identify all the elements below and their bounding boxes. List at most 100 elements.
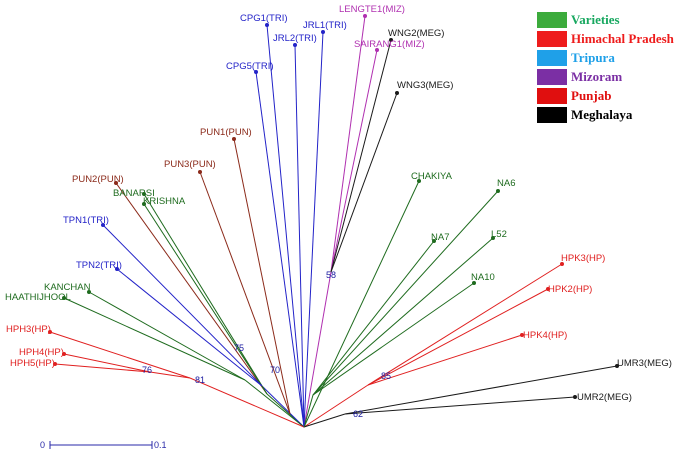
leaf-label: HPK2(HP) [548, 284, 592, 295]
leaf-branch [143, 193, 268, 395]
leaf-branch [255, 71, 305, 428]
leaf-label: CPG5(TRI) [226, 61, 274, 72]
leaf-dot [546, 287, 550, 291]
internal-branch [189, 377, 305, 428]
leaf-label: CHAKIYA [411, 171, 453, 182]
leaf-label: NA7 [431, 232, 449, 243]
legend-item: Mizoram [537, 67, 685, 86]
bootstrap-label: 58 [326, 270, 336, 280]
internal-branch [303, 271, 332, 428]
leaf-branch [115, 182, 268, 395]
leaf-branch [63, 353, 151, 373]
leaf-dot [48, 330, 52, 334]
leaf-label: HPK4(HP) [523, 330, 567, 341]
legend-label: Mizoram [571, 68, 623, 84]
leaf-label: JRL2(TRI) [273, 33, 317, 44]
leaf-label: PUN1(PUN) [200, 127, 252, 138]
leaf-branch [367, 334, 523, 386]
leaf-branch [303, 31, 324, 428]
legend-item: Punjab [537, 86, 685, 105]
leaf-label: NA10 [471, 272, 495, 283]
tree-leaf-labels: CPG1(TRI) JRL2(TRI) JRL1(TRI) CPG5(TRI) LENG… [5, 4, 672, 403]
leaf-branch [330, 15, 366, 273]
leaf-dot [375, 48, 379, 52]
leaf-branch [102, 224, 263, 387]
leaf-branch [330, 39, 392, 273]
leaf-dot [114, 181, 118, 185]
leaf-label: HAATHIJHOOL [5, 292, 71, 303]
leaf-label: SAIRANG1(MIZ) [354, 39, 425, 50]
leaf-branch [312, 240, 435, 396]
leaf-label: PUN3(PUN) [164, 159, 216, 170]
leaf-label: HPH3(HP) [6, 324, 51, 335]
leaf-label: TPN2(TRI) [76, 260, 122, 271]
leaf-branch [330, 49, 378, 273]
legend-swatch [537, 106, 567, 123]
leaf-label: HPH4(HP) [19, 347, 64, 358]
leaf-label: WNG3(MEG) [397, 80, 453, 91]
legend-swatch [537, 11, 567, 28]
bootstrap-label: 62 [353, 409, 363, 419]
leaf-branch [312, 282, 475, 396]
leaf-dot [321, 30, 325, 34]
leaf-dot [142, 202, 146, 206]
leaf-label: L52 [491, 229, 507, 240]
leaf-dot [232, 137, 236, 141]
leaf-label: UMR3(MEG) [617, 358, 672, 369]
legend-item: Tripura [537, 48, 685, 67]
internal-branch [303, 413, 346, 428]
legend-label: Himachal Pradesh [571, 30, 674, 46]
leaf-branch [233, 138, 291, 415]
leaf-label: CPG1(TRI) [240, 13, 288, 24]
leaf-dot [198, 170, 202, 174]
leaf-branch [116, 268, 263, 387]
leaf-dot [395, 91, 399, 95]
leaf-branch [143, 203, 268, 395]
leaf-dot [115, 267, 119, 271]
tree-leaf-dots [48, 14, 619, 399]
legend-swatch [537, 68, 567, 85]
legend-label: Varieties [571, 11, 620, 27]
leaf-branch [63, 297, 246, 381]
leaf-branch [367, 263, 563, 386]
legend-item: Meghalaya [537, 105, 685, 124]
leaf-label: KRISHNA [143, 196, 186, 207]
leaf-branch [344, 365, 618, 415]
leaf-dot [520, 333, 524, 337]
legend-swatch [537, 87, 567, 104]
leaf-dot [142, 192, 146, 196]
leaf-dot [101, 223, 105, 227]
leaf-dot [254, 70, 258, 74]
scale-bar-max-label: 0.1 [154, 440, 167, 450]
internal-branch [303, 394, 314, 428]
leaf-label: LENGTE1(MIZ) [339, 4, 405, 15]
leaf-branch [344, 396, 576, 415]
leaf-dot [491, 236, 495, 240]
leaf-dot [417, 179, 421, 183]
leaf-label: KANCHAN [44, 282, 91, 293]
legend-item: Himachal Pradesh [537, 29, 685, 48]
internal-branch [244, 379, 305, 428]
leaf-dot [573, 395, 577, 399]
leaf-label: JRL1(TRI) [303, 20, 347, 31]
leaf-label: HPK3(HP) [561, 253, 605, 264]
legend-item: Varieties [537, 10, 685, 29]
legend-label: Punjab [571, 87, 612, 103]
bootstrap-label: 75 [234, 343, 244, 353]
leaf-dot [560, 262, 564, 266]
scale-bar-min-label: 0 [40, 440, 45, 450]
internal-branch [149, 371, 191, 379]
leaf-dot [472, 281, 476, 285]
internal-branch [261, 385, 305, 428]
legend-swatch [537, 30, 567, 47]
leaf-branch [49, 331, 191, 379]
bootstrap-label: 76 [142, 365, 152, 375]
leaf-label: HPH5(HP) [10, 358, 55, 369]
legend-label: Meghalaya [571, 106, 633, 122]
leaf-dot [293, 43, 297, 47]
leaf-dot [432, 239, 436, 243]
leaf-dot [496, 189, 500, 193]
